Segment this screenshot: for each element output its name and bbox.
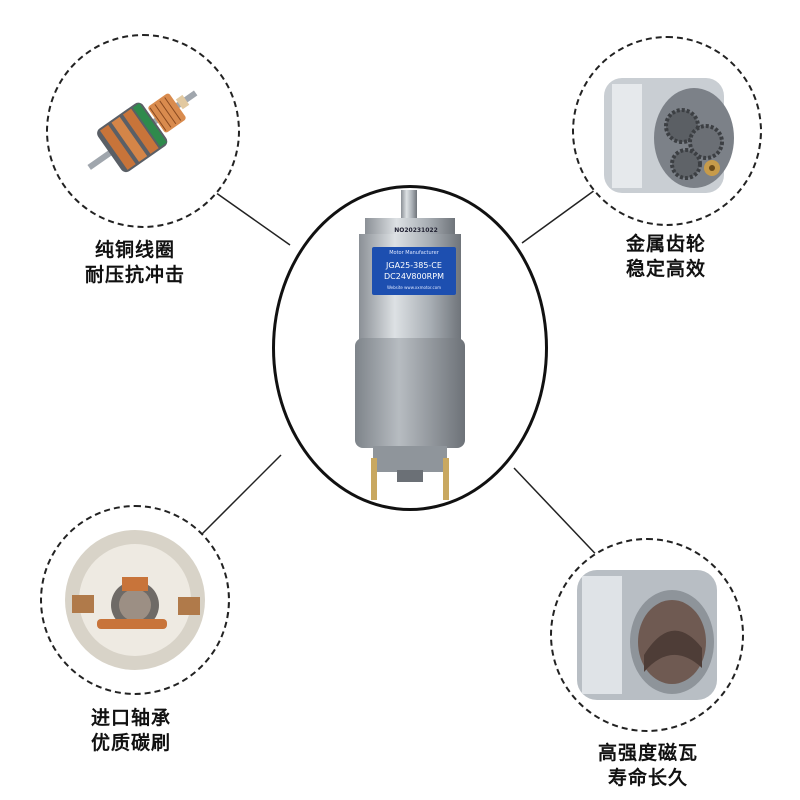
gears-circle: [572, 36, 762, 226]
connector-top-left: [211, 189, 291, 246]
caption-bottom-right: 高强度磁瓦 寿命长久: [578, 741, 718, 791]
magnet-circle: [550, 538, 744, 732]
connector-bottom-right: [513, 467, 608, 567]
motor-brand-line: Motor Manufacturer: [389, 250, 439, 256]
caption-bottom-left-line2: 优质碳刷: [90, 732, 171, 754]
caption-top-left: 纯铜线圈 耐压抗冲击: [70, 238, 200, 288]
caption-top-right-line1: 金属齿轮: [625, 233, 706, 255]
motor-website-line: Website www.xxmotor.com: [386, 285, 442, 290]
armature-circle: [46, 34, 240, 228]
brush-circle: [40, 505, 230, 695]
motor-serial: NO20231022: [394, 227, 438, 234]
connector-top-right: [521, 189, 596, 244]
copper-armature-icon: [87, 90, 198, 173]
caption-top-right: 金属齿轮 稳定高效: [606, 232, 726, 282]
motor-spec: DC24V800RPM: [384, 272, 444, 281]
carbon-brush-icon: [65, 530, 205, 670]
caption-top-left-line2: 耐压抗冲击: [84, 264, 185, 286]
motor-label-plate: Motor Manufacturer JGA25-385-CE DC24V800…: [372, 247, 456, 295]
metal-gears-icon: [604, 78, 734, 193]
caption-top-left-line1: 纯铜线圈: [94, 239, 175, 261]
connector-bottom-left: [195, 454, 282, 541]
gear-motor-icon: [355, 190, 465, 500]
caption-bottom-left: 进口轴承 优质碳刷: [66, 706, 196, 756]
caption-bottom-right-line1: 高强度磁瓦: [597, 742, 698, 764]
caption-bottom-right-line2: 寿命长久: [607, 767, 688, 789]
magnet-tile-icon: [577, 570, 717, 700]
caption-bottom-left-line1: 进口轴承: [90, 707, 171, 729]
caption-top-right-line2: 稳定高效: [625, 258, 706, 280]
motor-model: JGA25-385-CE: [386, 261, 442, 270]
